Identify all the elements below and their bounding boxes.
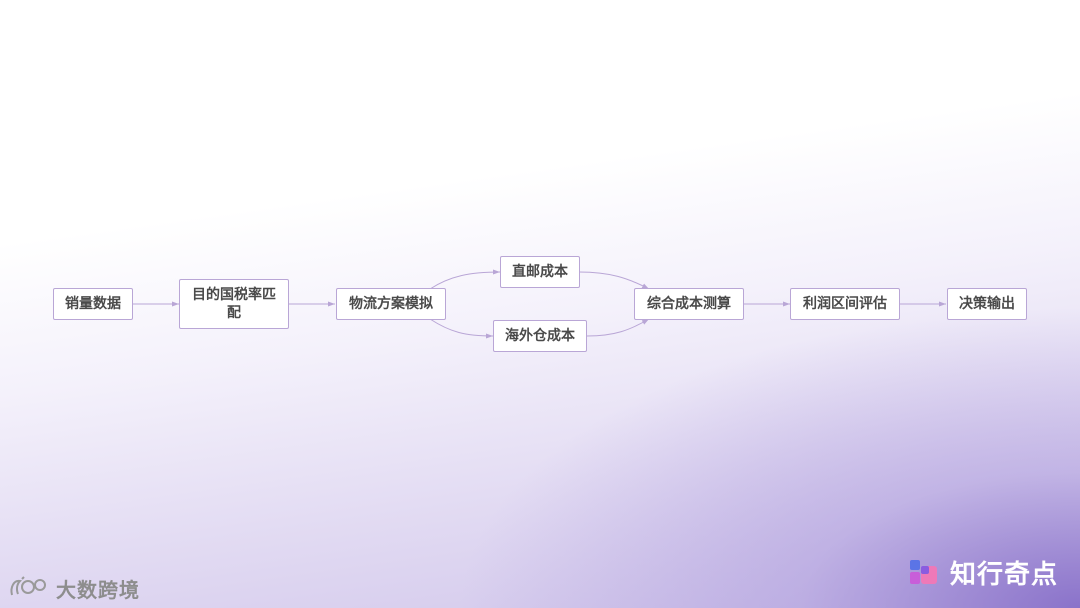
node-profit-range-evaluation: 利润区间评估 xyxy=(790,288,900,320)
node-logistics-simulation: 物流方案模拟 xyxy=(336,288,446,320)
node-direct-mail-cost: 直邮成本 xyxy=(500,256,580,288)
node-total-cost-calculation: 综合成本测算 xyxy=(634,288,744,320)
node-decision-output: 决策输出 xyxy=(947,288,1027,320)
node-overseas-warehouse-cost: 海外仓成本 xyxy=(493,320,587,352)
brand-left-text: 大数跨境 xyxy=(56,577,140,602)
brand-right-text: 知行奇点 xyxy=(949,559,1058,590)
edge-logistics-to-direct-mail xyxy=(429,269,501,290)
edge-overseas-wh-to-total-cost xyxy=(586,318,650,337)
brand-right-icon xyxy=(909,560,937,584)
brand-logo-left: 大数跨境 xyxy=(8,572,140,604)
node-sales-data: 销量数据 xyxy=(53,288,133,320)
edge-direct-mail-to-total-cost xyxy=(578,271,650,290)
node-tax-rate-matching: 目的国税率匹配 xyxy=(179,279,289,329)
brand-left-icon xyxy=(10,576,46,596)
edge-logistics-to-overseas-wh xyxy=(429,318,494,339)
brand-logo-right: 知行奇点 xyxy=(908,552,1058,592)
